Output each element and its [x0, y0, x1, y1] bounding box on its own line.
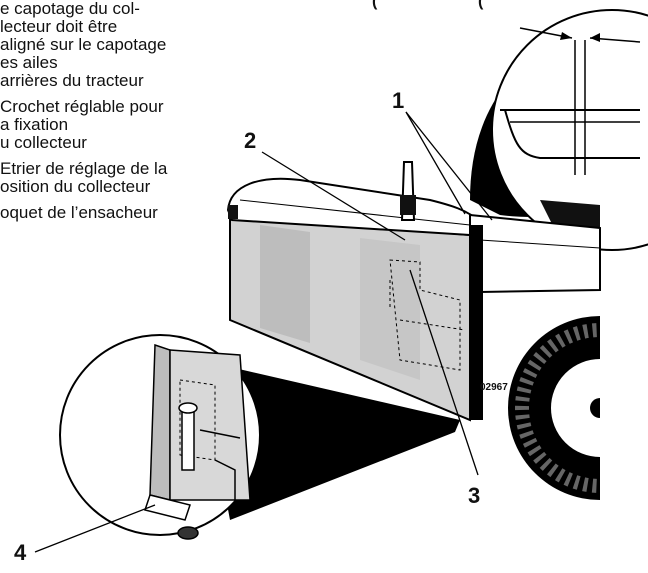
legend-item-4: oquet de l’ensacheur	[0, 203, 158, 222]
leader-1b	[405, 111, 493, 221]
callout-1: 1	[392, 88, 405, 113]
magnifier-circle-top	[491, 9, 648, 251]
legend-item-2: Crochet réglable pour a fixation u colle…	[0, 97, 164, 152]
legend-item-1: e capotage du col- lecteur doit être ali…	[0, 0, 167, 90]
legend-text: e capotage du col- lecteur doit être ali…	[0, 0, 250, 230]
leader-2	[261, 151, 406, 241]
tractor-fender	[469, 213, 601, 294]
leader-4	[34, 504, 156, 553]
magnifier-shadow-bottom	[200, 360, 460, 520]
header-partial-left: (	[372, 0, 378, 10]
leader-1a	[405, 111, 466, 215]
callout-4: 4	[14, 540, 27, 565]
callout-3: 3	[468, 483, 481, 508]
callout-2: 2	[244, 128, 257, 153]
legend-item-3: Etrier de réglage de la osition du colle…	[0, 159, 168, 196]
leader-3	[409, 269, 479, 476]
part-number: 02967	[480, 382, 508, 393]
header-partial-right: (	[478, 0, 484, 10]
